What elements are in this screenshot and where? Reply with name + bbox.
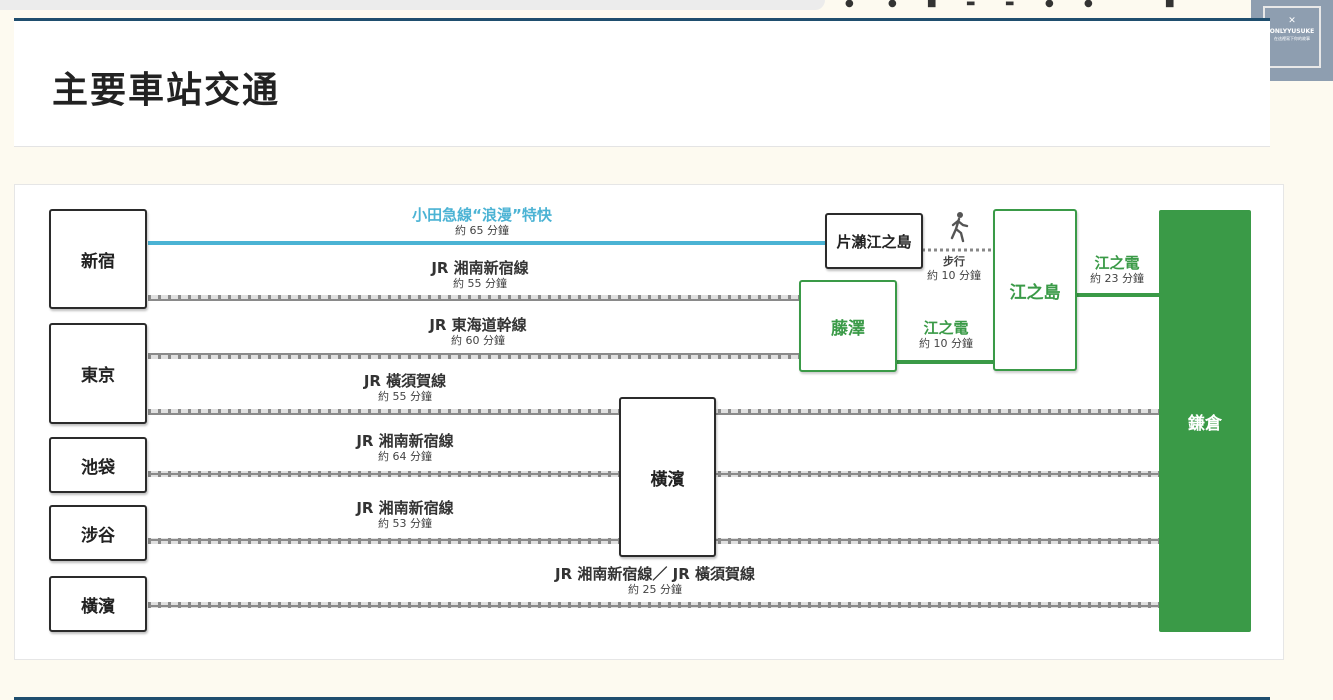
toolbar-icon[interactable]: ● <box>845 0 854 8</box>
route-time: 約 64 分鐘 <box>377 450 432 463</box>
route-time: 約 60 分鐘 <box>450 334 505 347</box>
station-shinjuku[interactable]: 新宿 <box>49 209 147 309</box>
route-label-walk: 步行 約 10 分鐘 <box>927 255 981 283</box>
station-fujisawa[interactable]: 藤澤 <box>799 280 897 372</box>
crossed-utensils-icon: ✕ <box>1288 16 1296 26</box>
station-enoshima[interactable]: 江之島 <box>993 209 1077 371</box>
odakyu-line <box>148 241 828 245</box>
station-yokohama-hub[interactable]: 橫濱 <box>619 397 716 557</box>
route-label-yokosuka: JR 橫須賀線 約 55 分鐘 <box>364 372 446 404</box>
jr-shibuya-rail <box>148 538 620 544</box>
enoden-line-fujisawa <box>897 360 994 364</box>
route-line-name: JR 東海道幹線 <box>429 316 527 334</box>
route-line-name: 江之電 <box>1094 254 1140 272</box>
toolbar-icon[interactable]: ■ <box>927 0 937 8</box>
station-ikebukuro[interactable]: 池袋 <box>49 437 147 493</box>
jr-tokaido-rail <box>148 353 800 359</box>
badge-name: ONLYYUSUKE <box>1269 28 1315 35</box>
station-shibuya[interactable]: 涉谷 <box>49 505 147 561</box>
station-yokohama-origin[interactable]: 橫濱 <box>49 576 147 632</box>
route-time: 約 55 分鐘 <box>452 277 507 290</box>
route-label-tokaido: JR 東海道幹線 約 60 分鐘 <box>429 316 526 348</box>
badge-subtitle: 在這裡寫下你的故事 <box>1274 36 1310 41</box>
route-label-ikebukuro: JR 湘南新宿線 約 64 分鐘 <box>356 432 453 464</box>
station-kamakura[interactable]: 鎌倉 <box>1159 210 1251 632</box>
route-time: 約 23 分鐘 <box>1090 272 1144 285</box>
route-line-name: 小田急線“浪漫”特快 <box>412 206 552 224</box>
walking-person-icon <box>950 212 969 243</box>
route-line-name: JR 橫須賀線 <box>363 372 447 390</box>
title-card: 主要車站交通 <box>14 21 1270 147</box>
route-time: 約 55 分鐘 <box>377 390 432 403</box>
jr-hub-rail-1 <box>716 471 1159 477</box>
route-line-name: JR 湘南新宿線 <box>356 499 454 517</box>
jr-ikebukuro-rail <box>148 471 620 477</box>
route-line-name: JR 湘南新宿線／ JR 橫須賀線 <box>555 565 755 583</box>
toolbar-icon[interactable]: ● <box>1045 0 1054 8</box>
route-time: 約 53 分鐘 <box>377 517 432 530</box>
toolbar-icon[interactable]: ▬ <box>966 0 976 8</box>
footer-rule <box>14 697 1270 700</box>
route-time: 約 10 分鐘 <box>927 269 981 282</box>
route-label-enoden-fujisawa: 江之電 約 10 分鐘 <box>919 319 973 351</box>
jr-hub-rail-2 <box>716 538 1159 544</box>
toolbar-icon[interactable]: ■ <box>1165 0 1175 8</box>
route-time: 約 10 分鐘 <box>919 337 973 350</box>
route-line-name: JR 湘南新宿線 <box>356 432 454 450</box>
jr-yokosuka-rail-west <box>148 409 620 415</box>
route-label-enoden-kamakura: 江之電 約 23 分鐘 <box>1090 254 1144 286</box>
route-line-name: 江之電 <box>923 319 969 337</box>
route-label-shonan-shinjuku: JR 湘南新宿線 約 55 分鐘 <box>431 259 528 291</box>
station-katase-enoshima[interactable]: 片瀨江之島 <box>825 213 923 269</box>
station-tokyo[interactable]: 東京 <box>49 323 147 424</box>
browser-toolbar: ● ● ■ ▬ ▬ ● ● ■ <box>0 0 1333 18</box>
route-label-shibuya: JR 湘南新宿線 約 53 分鐘 <box>356 499 453 531</box>
toolbar-icon[interactable]: ● <box>888 0 897 8</box>
enoden-line-kamakura <box>1076 293 1159 297</box>
jr-yokosuka-rail-east <box>716 409 1159 415</box>
route-label-odakyu: 小田急線“浪漫”特快 約 65 分鐘 <box>412 206 552 238</box>
address-bar[interactable] <box>0 0 825 10</box>
route-label-yokohama-kamakura: JR 湘南新宿線／ JR 橫須賀線 約 25 分鐘 <box>555 565 755 597</box>
page-title: 主要車站交通 <box>52 70 281 111</box>
toolbar-icon[interactable]: ▬ <box>1005 0 1015 8</box>
toolbar-icon[interactable]: ● <box>1084 0 1093 8</box>
route-line-name: 步行 <box>943 255 965 268</box>
header-rule <box>14 18 1270 21</box>
route-time: 約 65 分鐘 <box>455 224 509 237</box>
route-time: 約 25 分鐘 <box>628 583 682 596</box>
jr-shonan-shinjuku-rail <box>148 295 800 301</box>
route-line-name: JR 湘南新宿線 <box>431 259 529 277</box>
jr-yokohama-kamakura-rail <box>148 602 1159 608</box>
